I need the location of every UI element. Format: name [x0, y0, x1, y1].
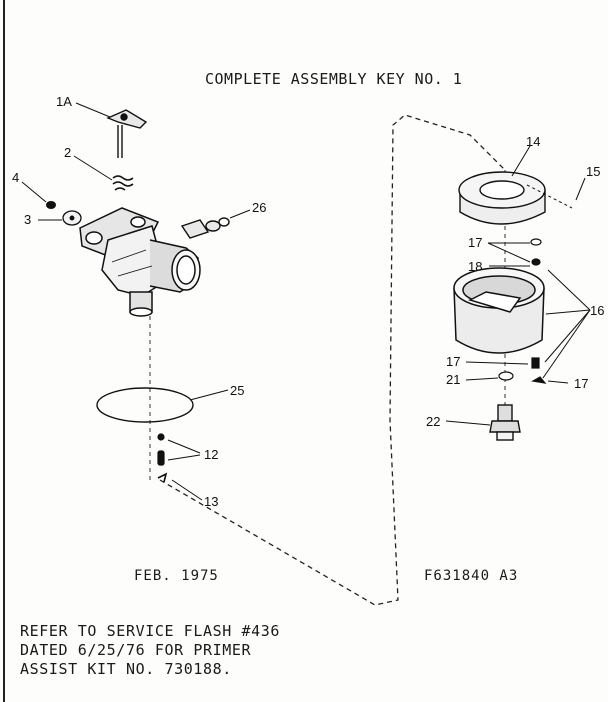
part-14-chamber-ring [458, 171, 546, 225]
service-note: REFER TO SERVICE FLASH #436 DATED 6/25/7… [20, 622, 280, 679]
callout-17c: 17 [574, 376, 588, 391]
leader-17b [465, 361, 529, 365]
part-2-spring [112, 175, 134, 191]
callout-2: 2 [64, 145, 71, 160]
part-17-21-lower [498, 357, 547, 384]
callout-17a: 17 [468, 235, 482, 250]
leader-12a [167, 439, 201, 454]
callout-22: 22 [426, 414, 440, 429]
callout-16: 16 [590, 303, 604, 318]
diagram-date: FEB. 1975 [134, 568, 219, 584]
part-17-18-upper [530, 238, 542, 266]
callout-1a: 1A [56, 94, 72, 109]
part-4-screw [46, 201, 56, 209]
leader-16a [547, 269, 591, 311]
leader-16c [544, 309, 591, 363]
leader-17a-2 [487, 242, 531, 263]
leader-1a [75, 102, 111, 118]
leader-12b [167, 454, 201, 461]
part-16-float-bowl [453, 267, 545, 354]
leader-21 [465, 377, 499, 381]
part-12-needle-seat [157, 433, 165, 466]
carburetor-body [79, 207, 201, 317]
callout-12: 12 [204, 447, 218, 462]
leader-16d [542, 309, 591, 379]
dashed-connector [159, 114, 506, 606]
leader-17c [547, 380, 569, 384]
callout-26: 26 [252, 200, 266, 215]
leader-2 [73, 155, 113, 181]
part-1a-choke-lever [106, 109, 148, 158]
part-15-line [526, 184, 573, 209]
callout-15: 15 [586, 164, 600, 179]
leader-13 [171, 479, 203, 501]
diagram-part-number: F631840 A3 [424, 568, 519, 584]
service-note-line-2: DATED 6/25/76 FOR PRIMER [20, 641, 252, 659]
part-25-gasket [96, 387, 194, 423]
assembly-title: COMPLETE ASSEMBLY KEY NO. 1 [205, 70, 463, 88]
service-note-line-1: REFER TO SERVICE FLASH #436 [20, 622, 281, 640]
part-3-choke-plate [62, 210, 82, 226]
callout-4: 4 [12, 170, 19, 185]
leader-15 [575, 177, 586, 201]
leader-22 [445, 420, 491, 426]
leader-4 [21, 181, 47, 203]
leader-14 [511, 145, 531, 177]
leader-26 [229, 209, 251, 219]
leader-16b [545, 309, 591, 315]
part-22-bowl-nut [489, 404, 521, 441]
callout-14: 14 [526, 134, 540, 149]
callout-25: 25 [230, 383, 244, 398]
service-note-line-3: ASSIST KIT NO. 730188. [20, 660, 232, 678]
part-13-clip [157, 472, 168, 483]
leader-25 [189, 389, 229, 401]
callout-13: 13 [204, 494, 218, 509]
callout-21: 21 [446, 372, 460, 387]
callout-3: 3 [24, 212, 31, 227]
callout-17b: 17 [446, 354, 460, 369]
part-26-fitting [180, 217, 230, 239]
